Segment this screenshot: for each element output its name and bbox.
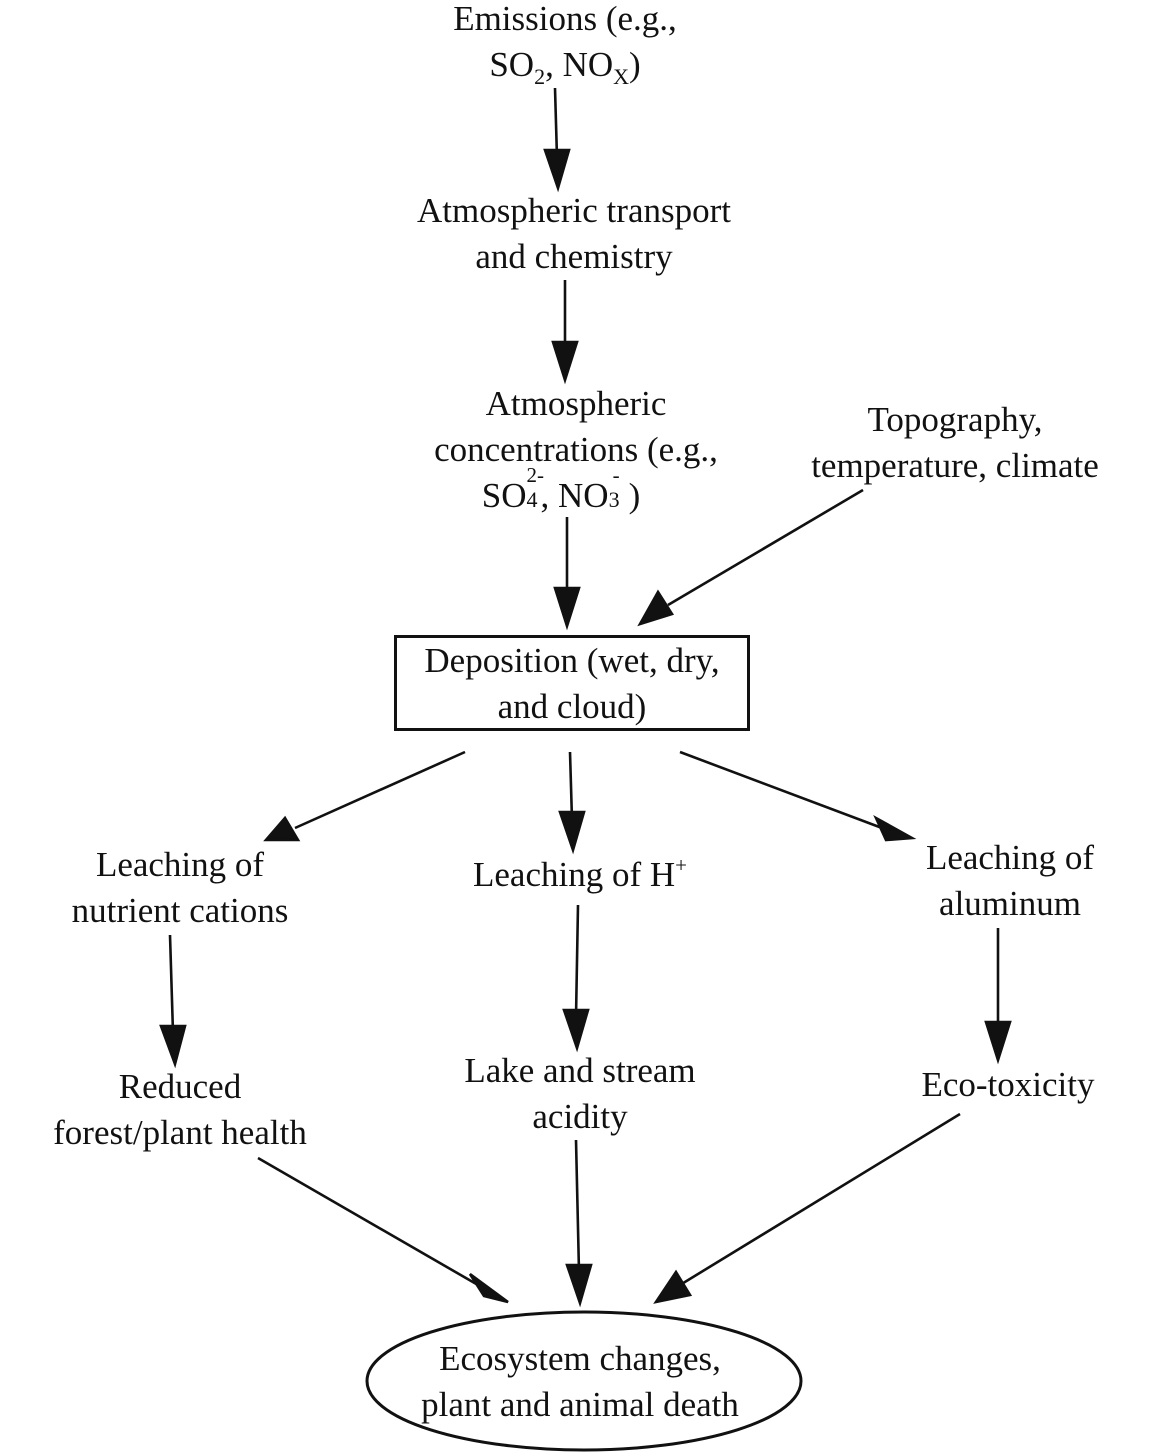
topography-node: Topography, temperature, climate xyxy=(780,397,1130,489)
concentrations-no-supsub: -3 xyxy=(609,465,629,511)
leaching-h-text: Leaching of H xyxy=(473,855,676,894)
topography-line2: temperature, climate xyxy=(811,446,1099,485)
leaching-h-sup: + xyxy=(675,853,687,877)
ecosystem-node: Ecosystem changes, plant and animal deat… xyxy=(390,1336,770,1428)
lake-acidity-line2: acidity xyxy=(532,1097,628,1136)
leaching-cations-line2: nutrient cations xyxy=(71,891,289,930)
arrow-al-to-ecotoxicity xyxy=(984,928,1012,1065)
topography-line1: Topography, xyxy=(867,400,1043,439)
forest-health-line1: Reduced xyxy=(118,1067,242,1106)
concentrations-no-sup: - xyxy=(612,463,620,487)
emissions-so: SO xyxy=(489,45,535,84)
ecosystem-line1: Ecosystem changes, xyxy=(439,1339,721,1378)
leaching-al-line2: aluminum xyxy=(939,884,1081,923)
arrow-ecotoxicity-to-ecosystem xyxy=(653,1112,961,1304)
emissions-line2: SO2, NOX) xyxy=(415,42,715,88)
ecosystem-ellipse xyxy=(365,1310,803,1452)
leaching-cations-line1: Leaching of xyxy=(95,845,265,884)
ecosystem-line2: plant and animal death xyxy=(421,1385,739,1424)
emissions-node: Emissions (e.g., SO2, NOX) xyxy=(415,0,715,88)
forest-health-node: Reduced forest/plant health xyxy=(15,1064,345,1156)
emissions-no: , NO xyxy=(545,45,614,84)
concentrations-close: ) xyxy=(628,476,641,515)
transport-line1: Atmospheric transport xyxy=(417,191,731,230)
transport-node: Atmospheric transport and chemistry xyxy=(374,188,774,280)
arrow-emissions-to-transport xyxy=(543,87,571,193)
arrow-topography-to-deposition xyxy=(637,488,864,627)
ecotoxicity-node: Eco-toxicity xyxy=(868,1062,1148,1108)
arrow-h-to-lake xyxy=(562,904,590,1053)
emissions-line1: Emissions (e.g., xyxy=(453,0,677,38)
leaching-cations-node: Leaching of nutrient cations xyxy=(30,842,330,934)
deposition-node: Deposition (wet, dry, and cloud) xyxy=(394,638,750,730)
concentrations-no: , NO xyxy=(540,476,609,515)
concentrations-line2: concentrations (e.g., xyxy=(434,430,718,469)
emissions-close: ) xyxy=(629,45,641,84)
emissions-no-sub: X xyxy=(613,64,630,89)
lake-acidity-line1: Lake and stream xyxy=(464,1051,696,1090)
concentrations-no-sub: 3 xyxy=(608,487,620,512)
arrow-forest-to-ecosystem xyxy=(257,1156,509,1304)
leaching-h-line: Leaching of H+ xyxy=(430,852,730,898)
concentrations-so-sup: 2- xyxy=(526,463,545,487)
leaching-al-line1: Leaching of xyxy=(925,838,1095,877)
arrow-cations-to-forest xyxy=(159,934,187,1069)
concentrations-so: SO xyxy=(481,476,527,515)
deposition-box xyxy=(394,635,750,731)
concentrations-so-supsub: 2-4 xyxy=(527,465,549,511)
deposition-line2: and cloud) xyxy=(497,687,647,726)
arrow-transport-to-concentrations xyxy=(551,280,579,385)
ecotoxicity-text: Eco-toxicity xyxy=(921,1065,1095,1104)
transport-line2: and chemistry xyxy=(475,237,673,276)
leaching-al-node: Leaching of aluminum xyxy=(860,835,1160,927)
arrow-lake-to-ecosystem xyxy=(565,1139,593,1308)
deposition-line1: Deposition (wet, dry, xyxy=(424,641,720,680)
arrow-deposition-to-leaching-h xyxy=(558,751,586,855)
concentrations-line1: Atmospheric xyxy=(485,384,667,423)
arrow-concentrations-to-deposition xyxy=(553,517,581,631)
lake-acidity-node: Lake and stream acidity xyxy=(430,1048,730,1140)
concentrations-so-sub: 4 xyxy=(526,487,538,512)
emissions-so-sub: 2 xyxy=(534,64,546,89)
leaching-h-node: Leaching of H+ xyxy=(430,852,730,898)
arrow-deposition-to-leaching-cations xyxy=(263,750,466,842)
arrow-deposition-to-leaching-al xyxy=(679,750,917,842)
forest-health-line2: forest/plant health xyxy=(53,1113,307,1152)
